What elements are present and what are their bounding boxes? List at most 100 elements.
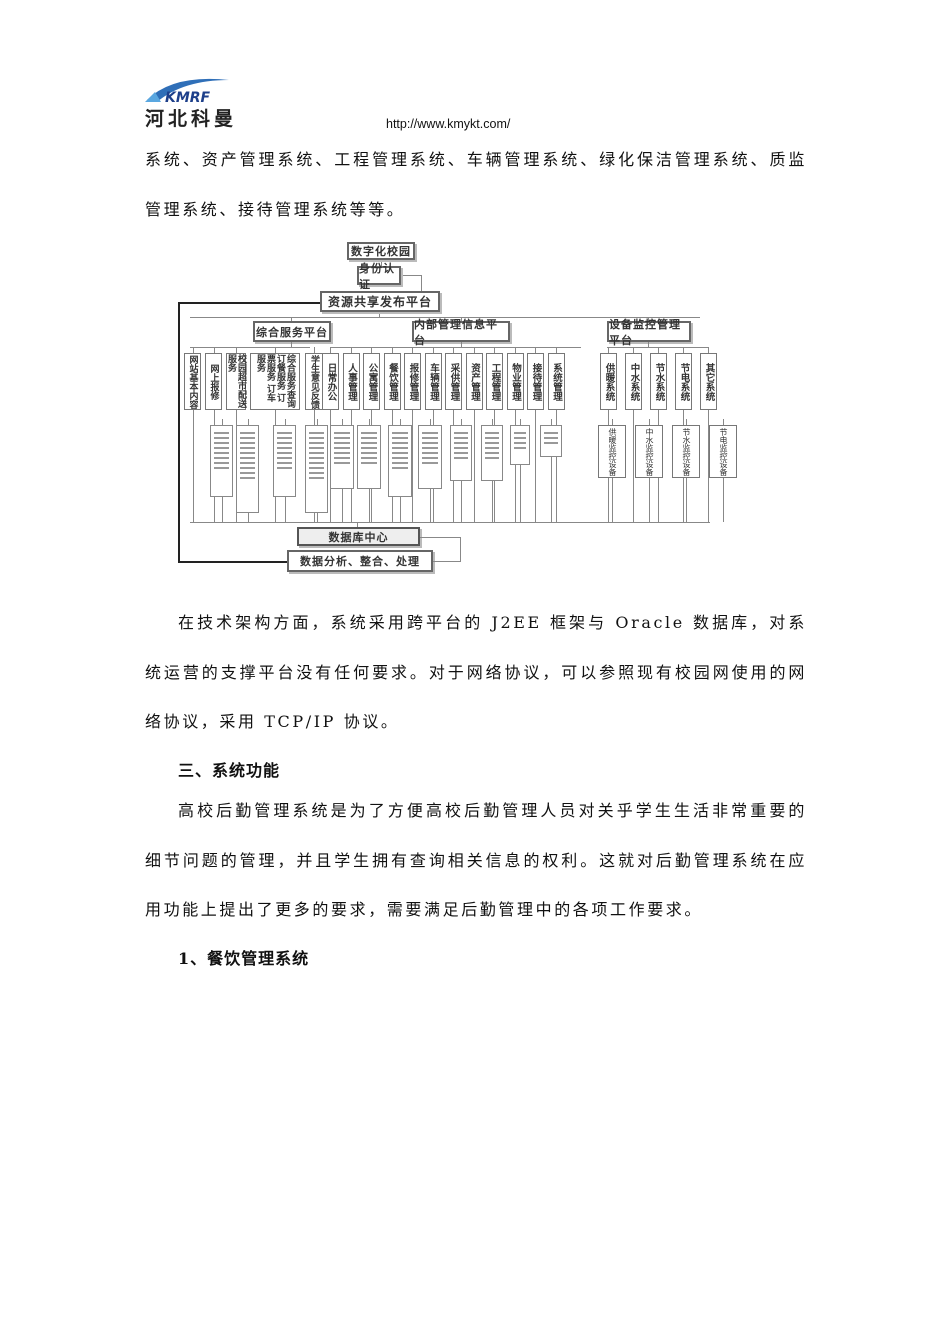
connector-line	[178, 561, 288, 563]
detail-box	[236, 425, 259, 513]
connector-line	[433, 561, 460, 562]
connector-line	[371, 347, 372, 353]
connector-line	[649, 478, 650, 522]
connector-line	[460, 537, 461, 562]
connector-line	[648, 342, 649, 347]
connector-line	[432, 410, 434, 522]
connector-line	[612, 478, 613, 522]
connector-line	[350, 347, 352, 353]
connector-line	[192, 347, 194, 353]
connector-line	[420, 537, 460, 538]
node-device-item: 节电系统	[675, 353, 692, 410]
connector-line	[686, 478, 687, 522]
node-internal-item: 工程管理	[486, 353, 503, 410]
connector-line	[649, 419, 650, 425]
connector-line	[461, 317, 462, 321]
connector-line	[221, 419, 223, 425]
connector-line	[342, 419, 343, 425]
node-device-detail: 中水监控设备	[635, 425, 663, 478]
section-heading: 三、系统功能	[178, 761, 281, 780]
node-internal-item: 资产管理	[465, 353, 483, 410]
connector-line	[284, 419, 286, 425]
connector-line	[190, 317, 700, 318]
connector-line	[236, 410, 237, 522]
node-service-item: 综合服务查询 订餐服务 订票服务 订车服务	[250, 353, 300, 410]
connector-line	[275, 347, 276, 353]
node-service-item: 校园超市配送服务	[226, 353, 246, 410]
connector-line	[535, 347, 536, 353]
connector-line	[400, 275, 422, 276]
connector-line	[453, 410, 454, 522]
connector-line	[612, 419, 613, 425]
connector-line	[607, 347, 709, 348]
connector-line	[658, 410, 659, 522]
connector-line	[492, 419, 493, 425]
node-internal-item: 物业管理	[506, 353, 524, 410]
subsection-heading: 1、餐饮管理系统	[178, 949, 310, 968]
node-device-item: 节水系统	[650, 353, 667, 410]
node-internal-item: 公寓管理	[363, 353, 380, 410]
header-url[interactable]: http://www.kmykt.com/	[386, 117, 511, 131]
detail-box	[540, 425, 562, 457]
node-internal-item: 车辆管理	[424, 353, 442, 410]
node-internal-item: 人事管理	[342, 353, 360, 410]
connector-line	[551, 457, 552, 523]
detail-box	[330, 425, 354, 489]
connector-line	[430, 419, 431, 425]
detail-box	[510, 425, 530, 465]
connector-line	[723, 478, 724, 522]
svg-text:KMRF: KMRF	[165, 90, 211, 106]
node-top: 数字化校园	[347, 242, 415, 260]
node-database: 数据库中心	[297, 527, 420, 546]
connector-line	[190, 522, 710, 523]
connector-line	[316, 419, 318, 425]
kmrf-logo: KMRF	[145, 78, 229, 106]
connector-line	[648, 317, 649, 321]
connector-line	[723, 419, 724, 425]
connector-line	[555, 347, 557, 353]
node-device-detail: 节水监控设备	[672, 425, 700, 478]
node-service-item: 学生意见反馈	[305, 353, 323, 410]
paragraph-continued: 系统、资产管理系统、工程管理系统、车辆管理系统、绿化保洁管理系统、质监管理系统、…	[145, 150, 807, 219]
connector-line	[213, 410, 215, 522]
connector-line	[314, 347, 315, 353]
detail-box	[305, 425, 328, 513]
connector-line	[291, 317, 292, 321]
connector-line	[400, 419, 401, 425]
node-group: 设备监控管理平台	[607, 318, 691, 347]
connector-line	[492, 481, 493, 523]
connector-line	[247, 513, 249, 523]
node-device-detail: 节电监控设备	[709, 425, 737, 478]
connector-line	[461, 481, 462, 523]
connector-line	[633, 410, 634, 522]
detail-box	[273, 425, 296, 497]
node-platform: 资源共享发布平台	[320, 291, 440, 312]
connector-line	[381, 260, 382, 266]
connector-line	[494, 347, 495, 353]
connector-line	[369, 419, 370, 425]
connector-line	[412, 410, 413, 522]
connector-line	[192, 410, 194, 522]
connector-line	[330, 347, 331, 353]
connector-line	[555, 410, 557, 522]
connector-line	[178, 302, 320, 304]
connector-line	[608, 347, 609, 353]
connector-line	[190, 347, 310, 348]
connector-line	[350, 410, 352, 522]
node-internal-item: 日常办公	[322, 353, 339, 410]
connector-line	[535, 410, 536, 522]
connector-line	[461, 419, 462, 425]
connector-line	[316, 513, 318, 523]
node-auth: 身份认证	[357, 262, 401, 291]
node-internal-item: 系统管理	[547, 353, 565, 410]
node-device-detail: 供暖监控设备	[598, 425, 626, 478]
node-internal-item: 餐饮管理	[383, 353, 401, 410]
connector-line	[683, 347, 684, 353]
node-group: 内部管理信息平台	[412, 318, 510, 347]
connector-line	[379, 312, 380, 317]
connector-line	[213, 347, 215, 353]
connector-line	[453, 347, 454, 353]
connector-line	[683, 410, 684, 522]
node-service-item: 网站基本内容	[184, 353, 201, 410]
detail-box	[450, 425, 472, 481]
